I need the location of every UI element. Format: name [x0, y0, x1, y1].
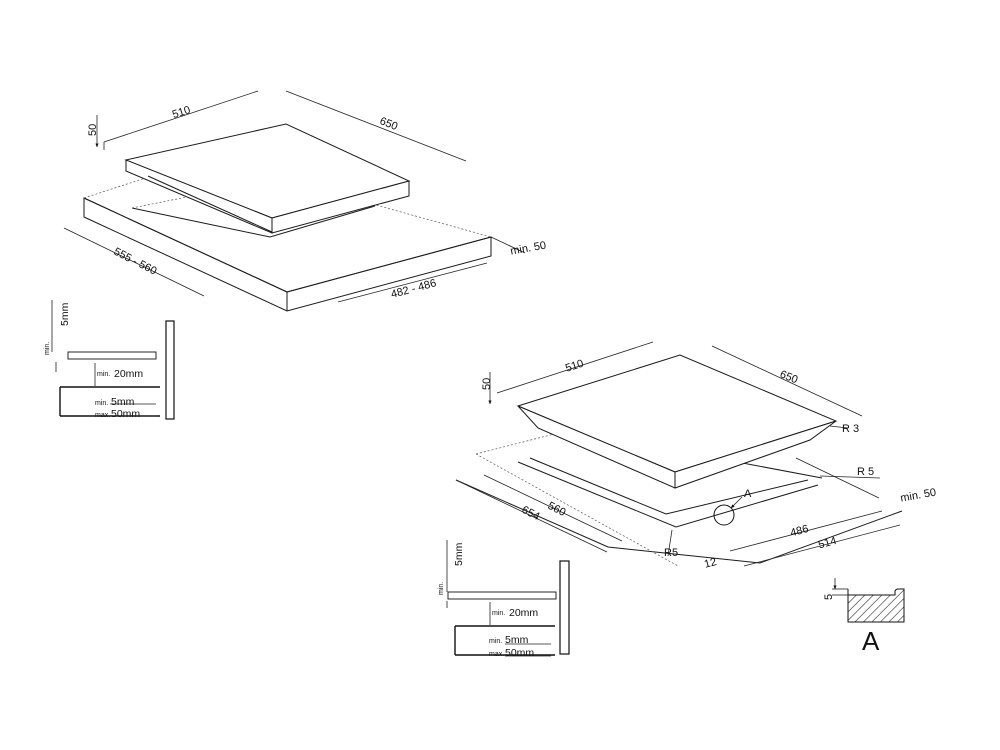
bottom-worktop-max-value: 50mm	[505, 647, 534, 659]
bottom-gap-prefix: min.	[438, 582, 445, 595]
top-gap-prefix: min.	[44, 342, 51, 355]
top-clearance-label: min. 50	[509, 240, 547, 258]
top-worktop-max-value: 50mm	[111, 408, 140, 420]
top-width-label: 510	[171, 104, 192, 121]
bottom-side-gap-label: 12	[703, 556, 718, 571]
bottom-frame-width-label: 514	[817, 535, 838, 551]
section-a-label: A	[862, 626, 880, 656]
bottom-height-label: 50	[481, 378, 493, 390]
bottom-frame-depth-label: 654	[520, 504, 542, 523]
bottom-radius-top-label: R 3	[842, 423, 859, 435]
top-hob-plate	[124, 123, 411, 234]
top-hob-assembly: 510 650 50 555 - 560 482 - 486 min. 50	[63, 90, 547, 312]
top-section-detail: 5mm min. min. 20mm min. 5mm max. 50mm	[44, 300, 175, 420]
bottom-hob-assembly: A 510 650 50 R 3 R 5 R5 560 654 486 514 …	[455, 341, 937, 571]
bottom-section-detail: 5mm min. min. 20mm min. 5mm max. 50mm	[438, 540, 570, 659]
section-a-dimension: 5	[823, 594, 835, 600]
detail-circle	[713, 504, 735, 526]
bottom-radius-frame-label: R 5	[857, 466, 874, 478]
bottom-clearance-label: min. 50	[899, 487, 937, 505]
bottom-hob-plate	[516, 354, 838, 489]
bottom-gap-value: 5mm	[453, 542, 465, 566]
top-worktop-max-prefix: max.	[95, 412, 110, 419]
bottom-worktop-min-value: 5mm	[505, 634, 529, 646]
bottom-space-value: 20mm	[509, 607, 538, 619]
top-space-value: 20mm	[114, 368, 143, 380]
detail-marker-label: A	[744, 488, 752, 500]
bottom-worktop-max-prefix: max.	[489, 651, 504, 658]
top-gap-value: 5mm	[59, 302, 71, 326]
top-worktop-min-value: 5mm	[111, 396, 135, 408]
top-cutout-depth-label: 555 - 560	[112, 246, 159, 278]
bottom-radius-corner-label: R5	[664, 547, 678, 559]
bottom-worktop-min-prefix: min.	[489, 638, 502, 645]
top-depth-label: 650	[378, 115, 400, 133]
top-height-label: 50	[87, 124, 99, 136]
bottom-depth-label: 650	[778, 368, 800, 386]
top-worktop-min-prefix: min.	[95, 400, 108, 407]
bottom-space-prefix: min.	[492, 610, 505, 617]
section-a-detail: 5 A	[823, 578, 905, 656]
top-space-prefix: min.	[97, 371, 110, 378]
bottom-cutout-width-label: 486	[789, 523, 810, 539]
bottom-width-label: 510	[564, 358, 585, 375]
